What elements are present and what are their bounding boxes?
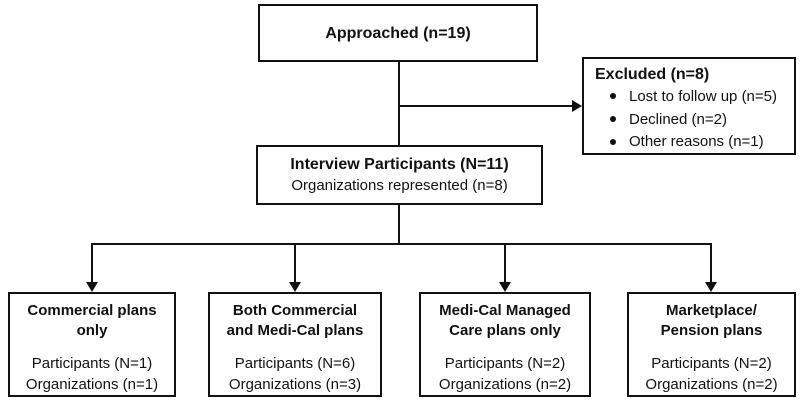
approached-box: Approached (n=19) [258,4,538,62]
group-title: Both Commercial and Medi-Cal plans [226,302,364,339]
connector-approached-down [398,62,400,145]
arrowhead-down-icon [499,282,511,292]
group-stats: Participants (N=2) Organizations (n=2) [439,353,571,395]
bullet-icon [610,93,616,100]
group-organizations: Organizations (n=3) [228,376,362,393]
connector-stem-group-0 [91,243,93,282]
excluded-item: Lost to follow up (n=5) [595,85,777,108]
interview-title: Interview Participants (N=11) [290,156,509,173]
excluded-title: Excluded (n=8) [595,66,710,83]
group-participants: Participants (N=2) [651,355,772,372]
group-stats: Participants (N=6) Organizations (n=3) [229,353,361,395]
arrowhead-down-icon [86,282,98,292]
approached-label: Approached (n=19) [325,24,471,42]
connector-stem-group-3 [710,243,712,282]
group-participants: Participants (N=6) [234,355,356,372]
excluded-box: Excluded (n=8) Lost to follow up (n=5) D… [582,57,796,155]
connector-distributor [91,243,712,245]
group-title: Medi-Cal Managed Care plans only [439,302,571,339]
arrowhead-right-icon [572,100,582,112]
interview-subtitle: Organizations represented (n=8) [291,177,508,194]
excluded-item-label: Lost to follow up (n=5) [629,87,778,105]
connector-stem-group-2 [504,243,506,282]
group-organizations: Organizations (n=1) [25,376,159,393]
arrowhead-down-icon [705,282,717,292]
group-title: Commercial plans only [27,302,157,339]
group-stats: Participants (N=2) Organizations (n=2) [645,353,777,395]
connector-to-excluded [399,105,573,107]
excluded-item: Declined (n=2) [595,108,727,131]
bullet-icon [610,138,616,145]
group-box-marketplace-pension: Marketplace/ Pension plans Participants … [627,292,796,397]
group-title: Marketplace/ Pension plans [660,302,763,339]
group-organizations: Organizations (n=2) [645,376,778,393]
connector-stem-group-1 [294,243,296,282]
excluded-item-label: Declined (n=2) [629,110,727,128]
arrowhead-down-icon [289,282,301,292]
excluded-item: Other reasons (n=1) [595,130,764,153]
group-box-both-commercial-medical: Both Commercial and Medi-Cal plans Parti… [208,292,382,397]
group-stats: Participants (N=1) Organizations (n=1) [26,353,158,395]
connector-interview-down [398,205,400,245]
excluded-item-label: Other reasons (n=1) [629,133,764,151]
group-organizations: Organizations (n=2) [438,376,572,393]
group-box-commercial-only: Commercial plans only Participants (N=1)… [8,292,176,397]
bullet-icon [610,116,616,122]
group-box-medical-managed-care: Medi-Cal Managed Care plans only Partici… [419,292,591,397]
interview-participants-box: Interview Participants (N=11) Organizati… [256,145,543,205]
group-participants: Participants (N=1) [31,355,153,372]
group-participants: Participants (N=2) [444,355,566,372]
